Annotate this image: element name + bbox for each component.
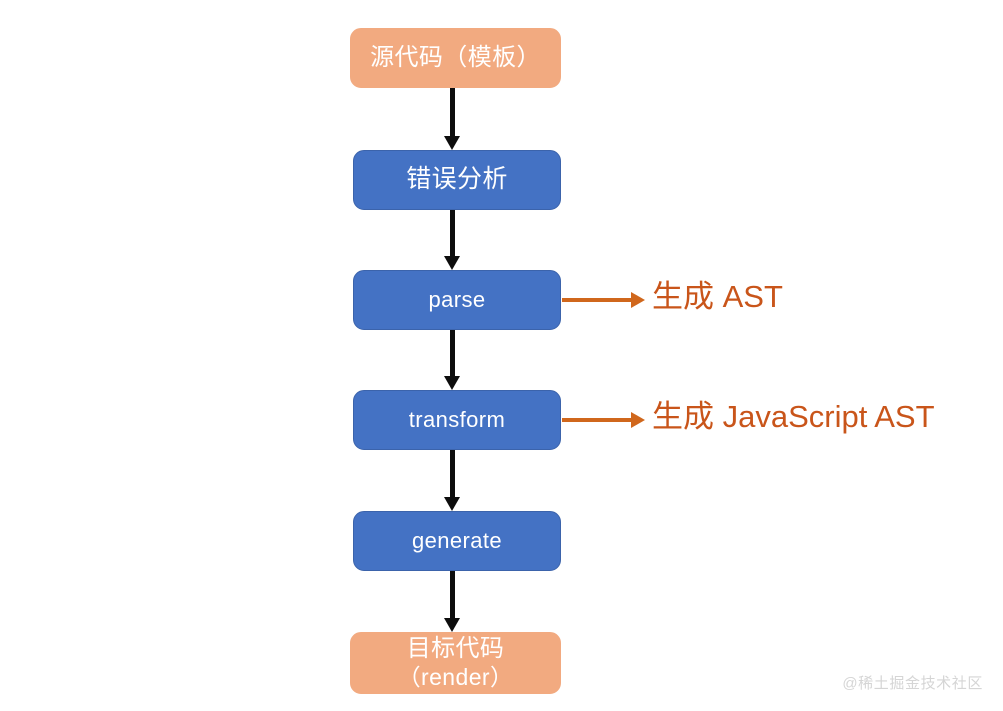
arrowhead-down-icon xyxy=(444,136,460,150)
connector-generate-to-target xyxy=(444,571,460,632)
flow-node-transform: transform xyxy=(353,390,561,450)
connector-error-to-parse xyxy=(444,210,460,270)
flow-node-source: 源代码（模板） xyxy=(350,28,561,88)
flow-node-generate: generate xyxy=(353,511,561,571)
connector-source-to-error xyxy=(444,88,460,150)
arrowhead-down-icon xyxy=(444,376,460,390)
flow-node-generate-label: generate xyxy=(411,528,503,554)
flow-node-target-code-label: 目标代码 xyxy=(406,635,505,663)
connector-transform-to-generate xyxy=(444,450,460,511)
arrowhead-down-icon xyxy=(444,618,460,632)
connector-parse-to-transform xyxy=(444,330,460,390)
flow-node-error-analysis: 错误分析 xyxy=(353,150,561,210)
flow-node-parse: parse xyxy=(353,270,561,330)
arrowhead-right-icon xyxy=(631,412,645,428)
annotation-arrow-transform xyxy=(562,412,645,428)
annotation-label-parse: 生成 AST xyxy=(652,279,783,314)
annotation-arrow-parse xyxy=(562,292,645,308)
watermark: @稀土掘金技术社区 xyxy=(842,675,983,692)
flow-node-target-code-sublabel: （render） xyxy=(397,663,514,690)
flow-node-target-code: 目标代码 （render） xyxy=(350,632,561,694)
flow-node-transform-label: transform xyxy=(408,407,506,433)
arrowhead-down-icon xyxy=(444,497,460,511)
flow-node-error-analysis-label: 错误分析 xyxy=(406,165,508,194)
flow-node-source-label: 源代码（模板） xyxy=(370,43,541,71)
flow-node-parse-label: parse xyxy=(428,287,486,313)
arrowhead-right-icon xyxy=(631,292,645,308)
arrowhead-down-icon xyxy=(444,256,460,270)
annotation-label-transform: 生成 JavaScript AST xyxy=(652,399,935,434)
